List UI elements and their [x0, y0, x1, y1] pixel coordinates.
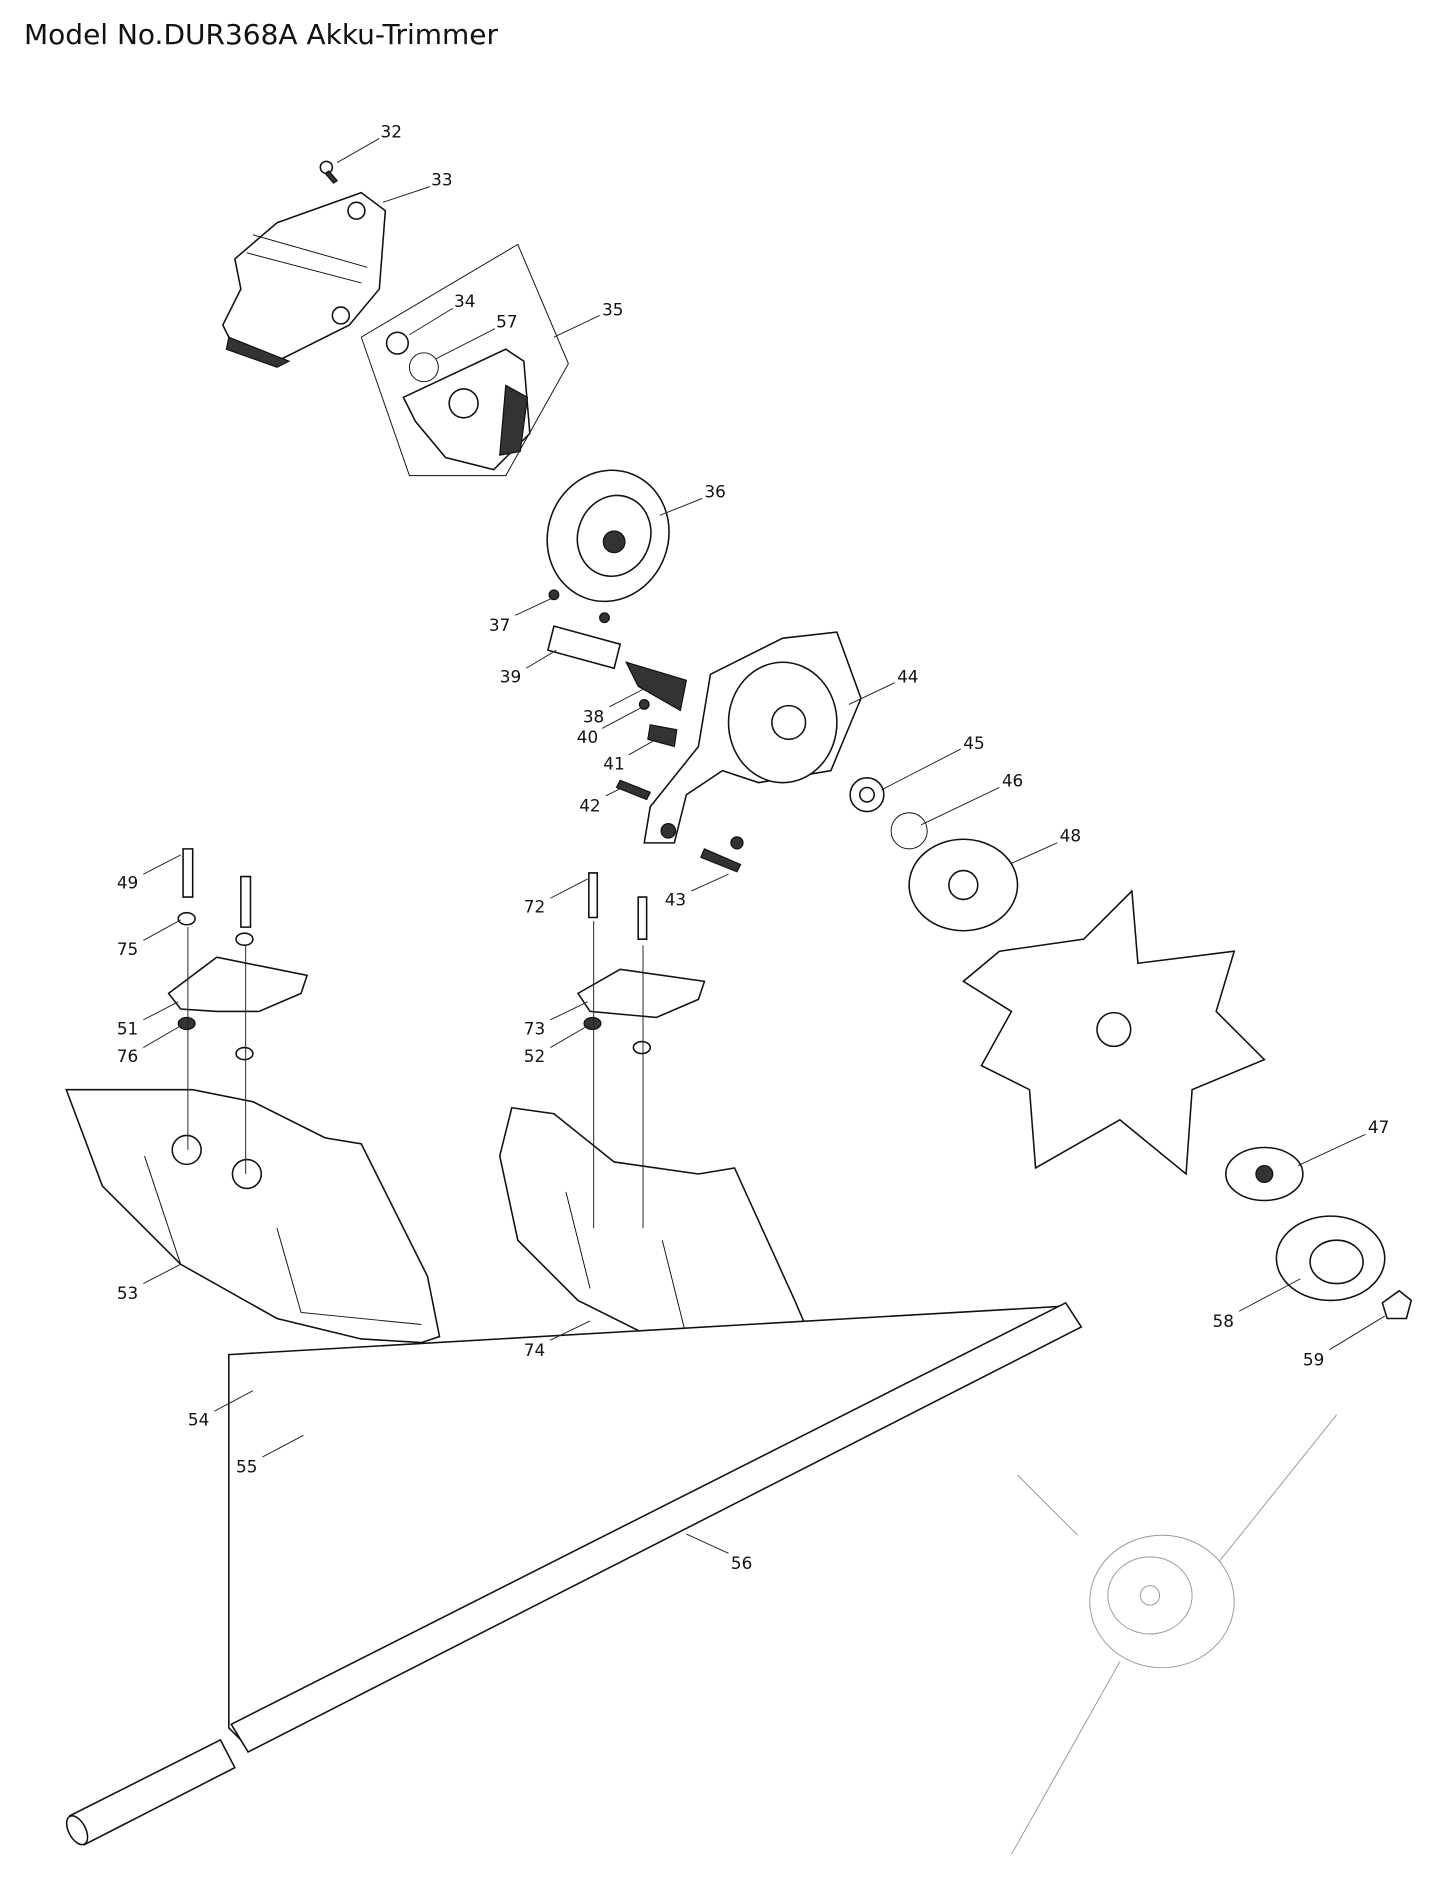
part-43-bolt	[700, 848, 742, 873]
part-label-57: 57	[496, 312, 517, 332]
part-56-shaft	[65, 1301, 1083, 1846]
part-label-72: 72	[524, 897, 545, 917]
part-76-nut	[177, 1016, 196, 1031]
part-41-clip	[647, 724, 678, 748]
part-label-34: 34	[454, 291, 475, 311]
part-48-flange	[908, 838, 1019, 932]
part-label-75: 75	[117, 939, 138, 959]
nylon-cutting-head	[1011, 1414, 1337, 1855]
part-75-washer	[177, 911, 196, 926]
part-72-bolt	[588, 872, 599, 919]
part-label-40: 40	[577, 727, 598, 747]
part-47-washer	[1225, 1146, 1304, 1202]
part-38-bracket	[625, 661, 688, 712]
part-label-35: 35	[602, 299, 623, 319]
bolt	[730, 836, 744, 850]
part-label-37: 37	[489, 615, 510, 635]
part-45-bearing	[849, 777, 885, 813]
part-label-42: 42	[579, 796, 600, 816]
part-label-59: 59	[1303, 1349, 1324, 1369]
part-label-55: 55	[236, 1457, 257, 1477]
part-label-44: 44	[897, 667, 918, 687]
part-35-assembly-outline	[360, 243, 569, 477]
part-57-o-ring	[408, 352, 439, 383]
part-label-43: 43	[665, 889, 686, 909]
part-label-32: 32	[381, 121, 402, 141]
part-label-56: 56	[731, 1553, 752, 1573]
part-36-fan-disk	[546, 469, 670, 603]
nut	[235, 1046, 254, 1061]
bolt	[637, 896, 648, 940]
page-title: Model No.DUR368A Akku-Trimmer	[24, 18, 499, 51]
part-51-bracket	[167, 956, 309, 1013]
part-label-36: 36	[704, 481, 725, 501]
part-label-76: 76	[117, 1046, 138, 1066]
part-46-circlip	[890, 812, 928, 850]
blade-center-hole	[1096, 1011, 1132, 1048]
part-label-33: 33	[431, 169, 452, 189]
part-label-52: 52	[524, 1046, 545, 1066]
part-74-guard	[498, 1106, 814, 1356]
part-35-gear	[402, 348, 531, 471]
part-52-nut	[583, 1016, 602, 1031]
part-49-bolt	[182, 848, 194, 898]
part-label-46: 46	[1002, 770, 1023, 790]
part-label-48: 48	[1060, 826, 1081, 846]
part-73-bracket	[576, 968, 706, 1019]
part-label-41: 41	[603, 753, 624, 773]
part-label-53: 53	[117, 1283, 138, 1303]
part-label-49: 49	[117, 873, 138, 893]
part-32-screw	[319, 160, 339, 184]
part-42-bolt	[615, 779, 652, 801]
part-label-74: 74	[524, 1340, 545, 1360]
nut	[632, 1040, 652, 1055]
part-37-screw	[548, 589, 560, 601]
part-label-73: 73	[524, 1018, 545, 1038]
leader-lines	[143, 138, 1386, 1554]
part-label-54: 54	[188, 1410, 209, 1430]
part-label-38: 38	[583, 706, 604, 726]
part-40-screw	[638, 698, 650, 710]
washer	[235, 932, 254, 946]
part-44-gear-housing	[643, 631, 862, 844]
part-label-51: 51	[117, 1018, 138, 1038]
part-58-protector	[1275, 1215, 1386, 1302]
part-34-bearing	[385, 331, 410, 355]
part-label-45: 45	[963, 733, 984, 753]
part-label-47: 47	[1368, 1117, 1389, 1137]
part-number-labels: 32 33 34 57 35 36 37 39 38 40 41 42 43 4…	[117, 121, 1389, 1573]
part-label-39: 39	[500, 667, 521, 687]
part-label-58: 58	[1213, 1311, 1234, 1331]
bolt	[240, 875, 252, 928]
part-33-cover	[221, 191, 387, 368]
screw	[599, 612, 610, 624]
part-39-plate	[546, 625, 622, 670]
part-53-guard	[65, 1088, 441, 1344]
part-59-nut	[1381, 1289, 1413, 1320]
